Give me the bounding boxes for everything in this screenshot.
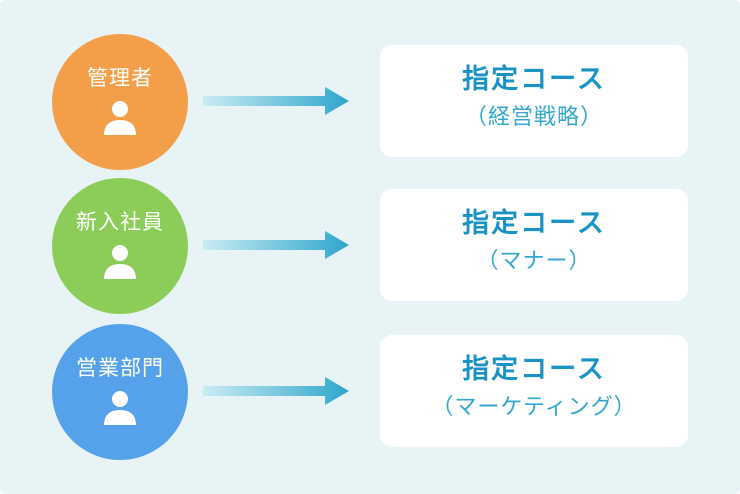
arrow-icon: [203, 231, 349, 259]
course-title: 指定コース: [462, 64, 606, 95]
row-new-employee: 新入社員 指定コース （マナー）: [0, 178, 740, 318]
role-label: 営業部門: [76, 356, 164, 380]
role-circle-manager: 管理者: [52, 34, 188, 170]
arrow-icon: [203, 377, 349, 405]
person-icon: [104, 101, 136, 135]
arrow-icon: [203, 87, 349, 115]
course-title: 指定コース: [462, 354, 606, 385]
course-box-marketing: 指定コース （マーケティング）: [380, 335, 688, 447]
person-icon: [104, 245, 136, 279]
course-detail: （マナー）: [476, 249, 592, 274]
course-title: 指定コース: [462, 208, 606, 239]
role-label: 新入社員: [76, 210, 164, 234]
role-circle-new-employee: 新入社員: [52, 178, 188, 314]
row-sales-department: 営業部門 指定コース （マーケティング）: [0, 324, 740, 464]
row-manager: 管理者 指定コース （経営戦略）: [0, 34, 740, 174]
course-box-management-strategy: 指定コース （経営戦略）: [380, 45, 688, 157]
person-icon: [104, 391, 136, 425]
role-label: 管理者: [87, 66, 153, 90]
role-circle-sales: 営業部門: [52, 324, 188, 460]
course-detail: （経営戦略）: [464, 105, 603, 130]
course-detail: （マーケティング）: [431, 395, 637, 420]
course-box-manners: 指定コース （マナー）: [380, 189, 688, 301]
